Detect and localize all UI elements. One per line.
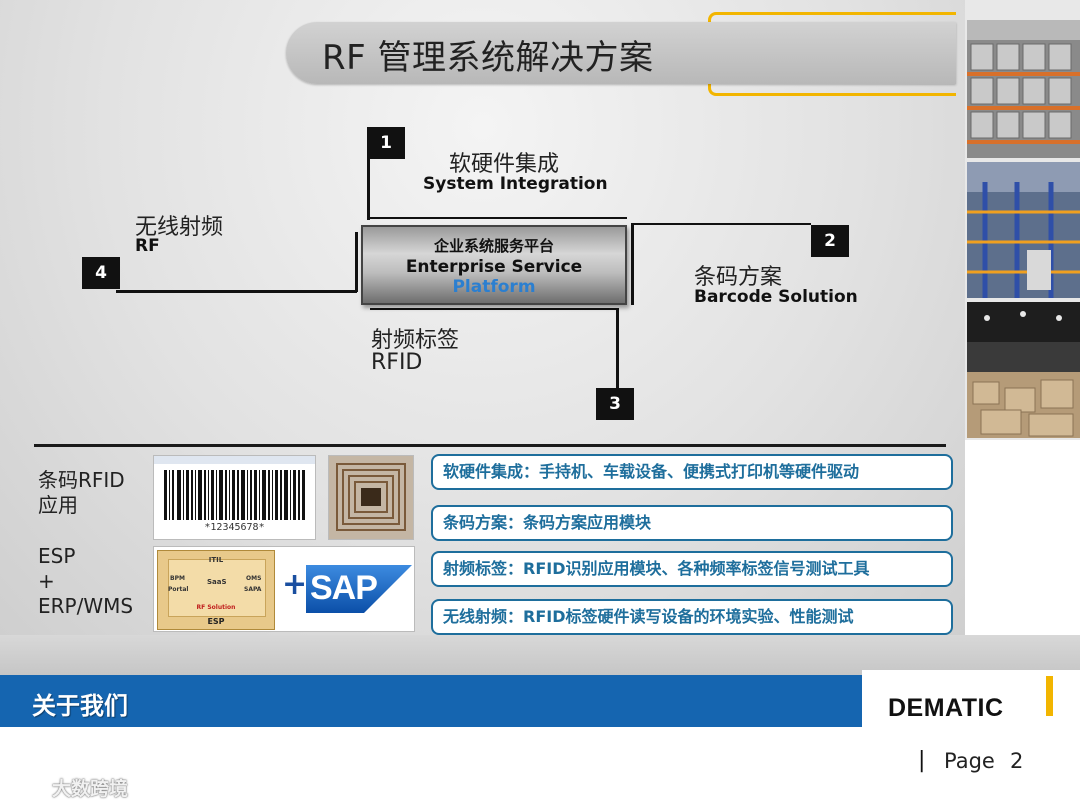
node-3-label-cn: 射频标签 [371, 328, 460, 353]
info-item-barcode: 条码方案：条码方案应用模块 [431, 505, 953, 541]
platform-label-en-1: Enterprise Service [405, 257, 583, 277]
info-item-rfid: 射频标签：RFID识别应用模块、各种频率标签信号测试工具 [431, 551, 953, 587]
enterprise-service-platform-box: 企业系统服务平台 Enterprise Service Platform [361, 225, 627, 305]
info-item-system-integration: 软硬件集成：手持机、车载设备、便携式打印机等硬件驱动 [431, 454, 953, 490]
sap-logo-icon [306, 565, 412, 613]
warehouse-photo-floor [967, 302, 1080, 438]
footer-blue-band [0, 675, 862, 727]
node-1-label-en: System Integration [423, 174, 608, 194]
connector-3-horizontal [370, 308, 619, 310]
barcode-rfid-label: 条码RFID 应用 [38, 468, 125, 518]
watermark-icon [10, 781, 44, 797]
page-label: Page [944, 749, 995, 773]
warehouse-photo-shelves [967, 20, 1080, 158]
connector-1-horizontal [367, 217, 627, 219]
esp-inner-box [168, 559, 266, 617]
rfid-tag-icon [329, 456, 413, 539]
esp-bottom-label: ESP [207, 617, 225, 626]
esp-bpm: BPM [170, 575, 185, 582]
barcode-rfid-label-line1: 条码RFID [38, 468, 125, 492]
barcode-rfid-label-line2: 应用 [38, 493, 78, 517]
sap-logo-text: SAP [310, 569, 378, 607]
footer-gray-band [0, 635, 1080, 675]
connector-2-horizontal [631, 223, 811, 225]
barcode-icon [154, 456, 315, 520]
esp-diagram: ITIL BPM Portal SaaS OMS SAPA RF Solutio… [157, 550, 275, 630]
node-number-4: 4 [82, 257, 120, 289]
esp-itil: ITIL [208, 556, 224, 564]
logo-area [862, 670, 1080, 732]
connector-4-horizontal [116, 290, 357, 293]
photo-strip [965, 0, 1080, 440]
sap-logo: SAP [306, 565, 412, 613]
esp-rf-solution: RF Solution [196, 604, 236, 611]
platform-label-en-2: Platform [452, 277, 536, 297]
logo-accent-bar [1046, 676, 1053, 716]
warehouse-photo-racks [967, 162, 1080, 298]
barcode-number: *12345678* [204, 522, 265, 533]
rfid-tag-image [328, 455, 414, 540]
node-4-label-en: RF [135, 236, 160, 256]
page-separator: | [918, 748, 926, 773]
connector-4-vertical [355, 232, 358, 292]
info-item-rf: 无线射频：RFID标签硬件读写设备的环境实验、性能测试 [431, 599, 953, 635]
node-number-2: 2 [811, 225, 849, 257]
slide-title: RF 管理系统解决方案 [322, 38, 654, 78]
node-4-label-cn: 无线射频 [135, 215, 224, 240]
platform-label-cn: 企业系统服务平台 [433, 237, 554, 255]
dematic-logo: DEMATIC [888, 694, 1004, 722]
esp-portal: Portal [168, 586, 189, 593]
node-2-label-en: Barcode Solution [694, 287, 858, 307]
connector-1-vertical [367, 155, 370, 220]
node-2-label-cn: 条码方案 [694, 265, 783, 290]
esp-label: ESP + ERP/WMS [38, 544, 133, 619]
connector-2-vertical [631, 223, 634, 305]
barcode-image: *12345678* [153, 455, 316, 540]
page-number: 2 [1010, 749, 1024, 773]
node-3-label-en: RFID [371, 350, 423, 375]
esp-label-line1: ESP [38, 544, 76, 568]
title-bar [286, 22, 956, 84]
esp-sapa: SAPA [244, 586, 262, 593]
node-1-label-cn: 软硬件集成 [449, 152, 560, 177]
esp-sap-panel: ITIL BPM Portal SaaS OMS SAPA RF Solutio… [153, 546, 415, 632]
watermark-text: 大数跨境 [52, 778, 129, 800]
plus-sign: + [282, 567, 308, 602]
esp-label-line3: ERP/WMS [38, 594, 134, 618]
connector-3-vertical [616, 308, 619, 390]
footer-section-title: 关于我们 [32, 692, 128, 720]
esp-saas: SaaS [207, 578, 227, 586]
esp-label-line2: + [38, 569, 55, 593]
node-number-1: 1 [367, 127, 405, 159]
esp-oms: OMS [246, 575, 262, 582]
section-divider [34, 444, 946, 447]
node-number-3: 3 [596, 388, 634, 420]
